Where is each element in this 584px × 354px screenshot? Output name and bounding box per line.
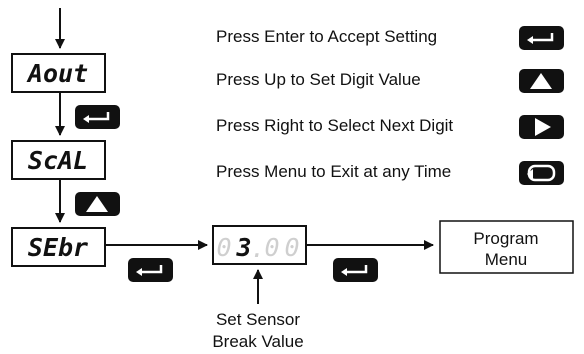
legend-enter-text: Press Enter to Accept Setting: [216, 27, 437, 46]
display-scal-text: ScAL: [28, 146, 88, 175]
legend-row-menu: Press Menu to Exit at any Time: [216, 161, 564, 185]
display-aout: Aout: [11, 53, 106, 93]
sensor-note: Set Sensor Break Value: [212, 310, 303, 351]
program-menu-line1: Program: [473, 229, 538, 248]
display-sebr: SEbr: [11, 227, 106, 267]
up-arrow-icon: [519, 69, 564, 93]
display-sebr-text: SEbr: [28, 233, 88, 262]
program-menu-line2: Menu: [485, 250, 528, 269]
value-digit-2-active: 3: [235, 233, 251, 262]
legend-right-text: Press Right to Select Next Digit: [216, 116, 453, 135]
value-digit-3: 0: [264, 233, 279, 262]
sensor-note-line2: Break Value: [212, 332, 303, 351]
value-digit-4: 0: [284, 233, 299, 262]
enter-icon: [519, 26, 564, 50]
value-decimal-point: .: [250, 234, 265, 263]
sensor-note-line1: Set Sensor: [216, 310, 300, 329]
legend-row-up: Press Up to Set Digit Value: [216, 69, 564, 93]
value-display: 0 3 . 0 0: [212, 225, 307, 265]
display-aout-text: Aout: [26, 59, 88, 88]
enter-icon: [75, 105, 120, 129]
value-digit-1: 0: [216, 233, 231, 262]
legend: Press Enter to Accept Setting Press Up t…: [216, 26, 564, 185]
legend-row-right: Press Right to Select Next Digit: [216, 115, 564, 139]
display-scal: ScAL: [11, 140, 106, 180]
menu-loop-icon: [519, 161, 564, 185]
up-arrow-icon: [75, 192, 120, 216]
legend-menu-text: Press Menu to Exit at any Time: [216, 162, 451, 181]
program-menu-box: Program Menu: [439, 220, 574, 274]
legend-up-text: Press Up to Set Digit Value: [216, 70, 421, 89]
enter-icon: [333, 258, 378, 282]
legend-row-enter: Press Enter to Accept Setting: [216, 26, 564, 50]
enter-icon: [128, 258, 173, 282]
right-arrow-icon: [519, 115, 564, 139]
